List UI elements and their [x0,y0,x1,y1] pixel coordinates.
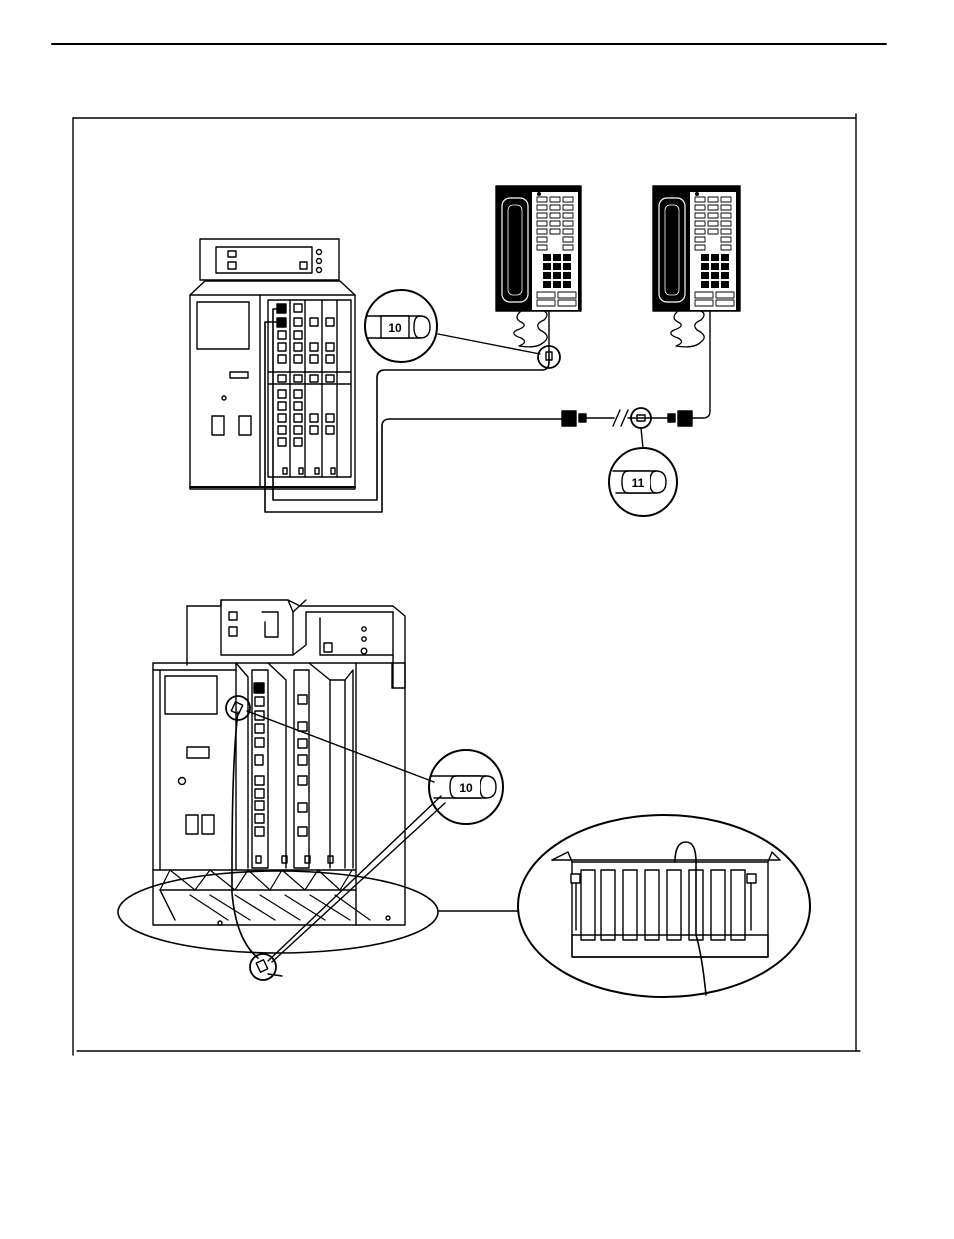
callout-number-11: 11 [632,476,645,490]
phone-2-cable-run [562,310,710,428]
phone-cable-callout: 11 [609,428,677,516]
callout-number-10-upper: 10 [388,321,402,335]
upper-cabinet-cables [265,309,562,512]
floor-detail-highlight [118,871,438,953]
telephone-2 [653,186,740,347]
telephone-1 [496,186,581,368]
figure-frame [73,114,860,1055]
lower-cabinet [153,600,405,980]
floor-detail-bubble [438,815,810,997]
callout-number-10-lower: 10 [459,781,473,795]
